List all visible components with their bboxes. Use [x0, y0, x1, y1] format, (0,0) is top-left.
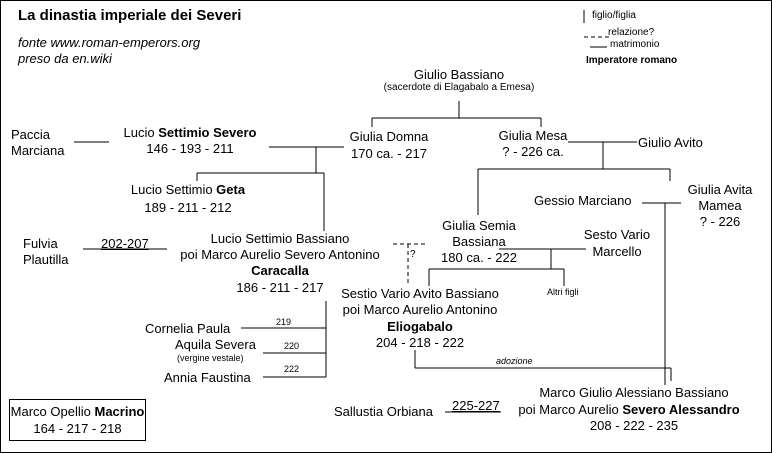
source-line-2: preso da en.wiki	[18, 51, 112, 66]
settimio-severo-name: Lucio Settimio Severo	[123, 125, 257, 140]
giulia-avita-line1: Giulia Avita	[687, 182, 753, 197]
relation-question-mark: ?	[410, 249, 416, 260]
giulia-avita-dates: ? - 226	[699, 214, 741, 229]
page-title: La dinastia imperiale dei Severi	[18, 7, 242, 24]
eliogabalo-line1: Sestio Vario Avito Bassiano	[341, 286, 499, 301]
source-line-1: fonte www.roman-emperors.org	[18, 35, 201, 50]
legend-emperor: Imperatore romano	[586, 55, 678, 66]
giulia-mesa-name: Giulia Mesa	[498, 128, 568, 143]
adozione-label: adozione	[496, 356, 533, 366]
giulia-mesa-dates: ? - 226 ca.	[502, 144, 564, 159]
geta-dates: 189 - 211 - 212	[144, 200, 232, 215]
macrino-dates: 164 - 217 - 218	[33, 421, 122, 436]
fulvia-plautilla-line1: Fulvia	[23, 236, 58, 251]
giulio-bassiano-note: (sacerdote di Elagabalo a Emesa)	[383, 82, 535, 93]
annia-faustina-name: Annia Faustina	[164, 370, 251, 385]
severo-alessandro-line1: Marco Giulio Alessiano Bassiano	[539, 385, 729, 400]
aquila-severa-name: Aquila Severa	[175, 337, 256, 352]
geta-name: Lucio Settimio Geta	[130, 182, 246, 197]
giulia-avita-line2: Mamea	[698, 198, 742, 213]
caracalla-line2: poi Marco Aurelio Severo Antonino	[180, 247, 380, 262]
caracalla-bold: Caracalla	[251, 263, 309, 278]
settimio-severo-dates: 146 - 193 - 211	[146, 141, 234, 156]
legend-marriage: matrimonio	[610, 39, 660, 50]
severo-alessandro-dates: 208 - 222 - 235	[589, 418, 679, 433]
giulia-domna-dates: 170 ca. - 217	[351, 146, 427, 161]
macrino-name: Marco Opellio Macrino	[10, 404, 145, 419]
fulvia-marriage-years: 202-207	[101, 236, 149, 251]
cornelia-paula-name: Cornelia Paula	[145, 321, 231, 336]
legend-relation: relazione?	[608, 27, 655, 38]
aquila-severa-year: 220	[284, 341, 300, 351]
sallustia-orbiana-name: Sallustia Orbiana	[334, 404, 433, 419]
giulio-avito-name: Giulio Avito	[638, 135, 703, 150]
aquila-severa-note: (vergine vestale)	[177, 353, 244, 363]
sesto-vario-line1: Sesto Vario	[583, 227, 651, 242]
sallustia-marriage-years: 225-227	[452, 398, 500, 413]
eliogabalo-bold: Eliogabalo	[387, 319, 453, 334]
eliogabalo-dates: 204 - 218 - 222	[375, 335, 465, 350]
altri-figli: Altri figli	[547, 287, 579, 297]
fulvia-plautilla-line2: Plautilla	[23, 252, 69, 267]
eliogabalo-line2: poi Marco Aurelio Antonino	[342, 302, 498, 317]
giulia-semia-dates: 180 ca. - 222	[441, 250, 517, 265]
legend-child: figlio/figlia	[592, 10, 636, 21]
annia-faustina-year: 222	[284, 364, 300, 374]
gessio-marciano-name: Gessio Marciano	[534, 193, 632, 208]
paccia-marciana-line1: Paccia	[11, 127, 51, 142]
giulia-semia-line1: Giulia Semia	[442, 218, 516, 233]
macrino-box: Marco Opellio Macrino 164 - 217 - 218	[9, 399, 146, 441]
caracalla-line1: Lucio Settimio Bassiano	[210, 231, 350, 246]
cornelia-paula-year: 219	[276, 317, 292, 327]
paccia-marciana-line2: Marciana	[11, 143, 65, 158]
caracalla-dates: 186 - 211 - 217	[236, 280, 324, 295]
sesto-vario-line2: Marcello	[592, 244, 642, 259]
giulio-bassiano-name: Giulio Bassiano	[413, 67, 505, 82]
giulia-semia-line2: Bassiana	[452, 234, 506, 249]
giulia-domna-name: Giulia Domna	[349, 129, 429, 144]
severo-alessandro-line2: poi Marco Aurelio Severo Alessandro	[518, 402, 740, 417]
